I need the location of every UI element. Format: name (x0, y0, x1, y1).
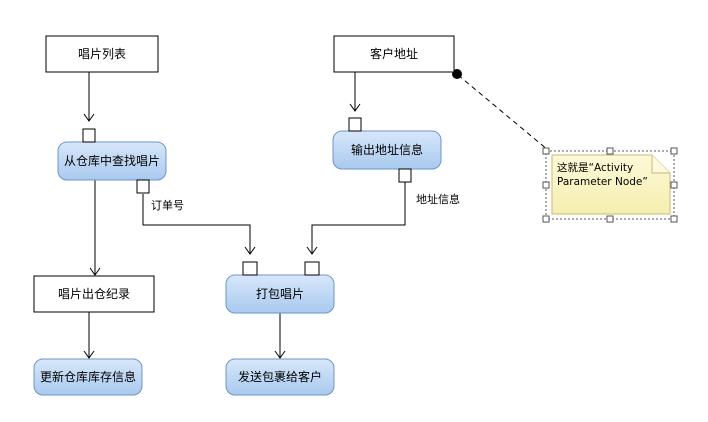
action-pack-records-label: 打包唱片 (256, 287, 304, 301)
node-customer-address-label: 客户地址 (370, 46, 418, 61)
connectors (83, 72, 549, 359)
pin-pack-input-1 (242, 261, 258, 276)
arrowhead (274, 350, 286, 359)
note-link (457, 74, 549, 151)
edge-label-address-info: 地址信息 (416, 192, 460, 206)
action-find-records-label: 从仓库中查找唱片 (64, 153, 160, 168)
arrowhead (244, 246, 256, 255)
action-ship-to-customer-label: 发送包裹给客户 (238, 369, 322, 384)
arrowhead (306, 246, 318, 255)
edge-address-info (311, 181, 406, 254)
edge-label-order-number: 订单号 (151, 199, 184, 212)
arrowhead (83, 350, 95, 359)
arrowhead (83, 113, 95, 122)
note-text-line-2: Parameter Node” (557, 176, 648, 188)
pin-find-output (136, 179, 150, 194)
node-checkout-record[interactable]: 唱片出仓纪录 (33, 275, 155, 313)
note-text-line-1: 这就是“Activity (557, 161, 633, 174)
action-ship-to-customer[interactable]: 发送包裹给客户 (225, 358, 335, 396)
pin-output-input (348, 117, 362, 132)
pin-find-input (82, 128, 96, 143)
note-comment[interactable]: 这就是“Activity Parameter Node” (542, 147, 678, 223)
node-record-list[interactable]: 唱片列表 (45, 35, 159, 73)
action-find-records[interactable]: 从仓库中查找唱片 (57, 141, 167, 181)
action-pack-records[interactable]: 打包唱片 (225, 274, 335, 314)
node-checkout-record-label: 唱片出仓纪录 (58, 287, 130, 301)
resize-handle-icon[interactable] (542, 147, 550, 155)
edge-order-number (142, 194, 251, 254)
resize-handle-icon[interactable] (670, 215, 678, 223)
resize-handle-icon[interactable] (542, 181, 550, 189)
resize-handle-icon[interactable] (670, 147, 678, 155)
action-output-address-label: 输出地址信息 (351, 142, 423, 157)
resize-handle-icon[interactable] (670, 181, 678, 189)
node-record-list-label: 唱片列表 (78, 47, 126, 61)
note-selection-handles[interactable] (542, 147, 678, 223)
node-customer-address[interactable]: 客户地址 (333, 35, 455, 73)
resize-handle-icon[interactable] (542, 215, 550, 223)
note-folded-corner (651, 155, 670, 174)
resize-handle-icon[interactable] (606, 147, 614, 155)
arrowhead (349, 103, 361, 112)
arrowhead (89, 267, 101, 276)
action-output-address[interactable]: 输出地址信息 (332, 130, 442, 170)
note-body (551, 154, 671, 215)
resize-handle-icon[interactable] (606, 215, 614, 223)
pin-output-output (398, 168, 412, 183)
action-update-inventory[interactable]: 更新仓库库存信息 (33, 358, 143, 396)
action-update-inventory-label: 更新仓库库存信息 (40, 369, 136, 384)
pin-pack-input-2 (304, 261, 320, 276)
